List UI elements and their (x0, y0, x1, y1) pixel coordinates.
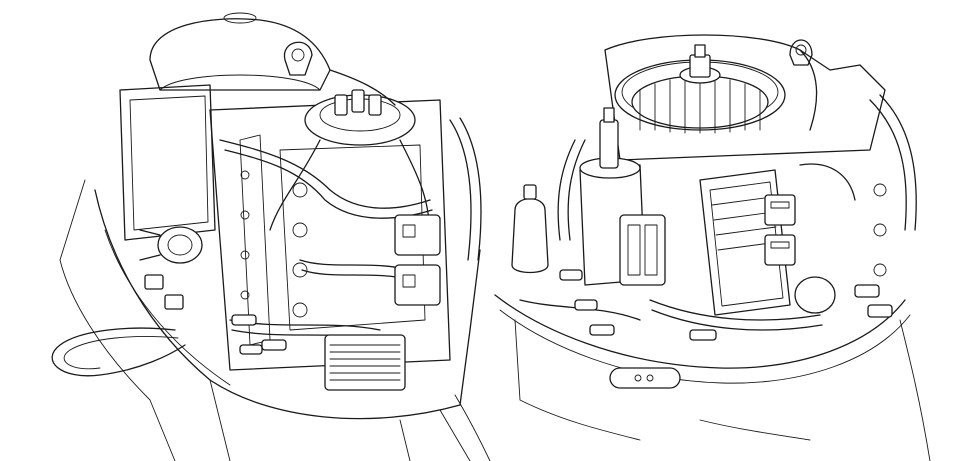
right-stator-coil (614, 44, 786, 134)
right-connector-block (619, 214, 666, 286)
left-lifting-eye (283, 41, 313, 76)
left-engine-illustration (51, 12, 491, 461)
right-harness-hose (557, 139, 576, 241)
left-lower-cowling (94, 189, 481, 420)
left-handle-loop (51, 327, 186, 377)
left-harness-tube (219, 139, 431, 209)
left-distributor-cap (269, 89, 431, 241)
left-silencer-box (119, 84, 216, 241)
left-ignition-coils (394, 214, 441, 306)
right-reservoir (511, 184, 549, 274)
left-flywheel-cover (149, 18, 331, 91)
left-starter-cylinder (139, 226, 203, 264)
right-badge-plate (609, 367, 681, 389)
right-engine-illustration (494, 34, 931, 461)
right-lifting-eye (789, 39, 813, 66)
right-round-boss (794, 276, 836, 314)
right-flywheel-cover (604, 34, 886, 161)
left-regulator-heatsink (324, 334, 406, 391)
right-coil-modules (764, 194, 796, 266)
right-lower-cowling (494, 294, 906, 369)
